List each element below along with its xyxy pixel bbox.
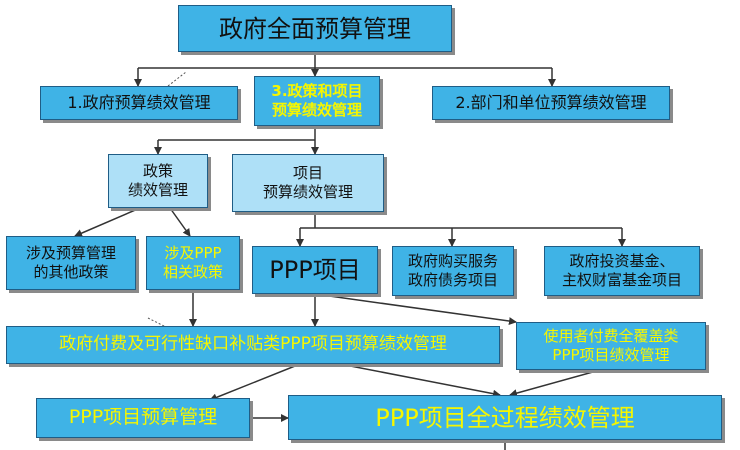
node-ppp-project: PPP项目	[252, 246, 378, 294]
dotted-hint-top	[167, 71, 187, 87]
link-policy-ppp	[169, 207, 191, 237]
node-user-pay-ppp: 使用者付费全覆盖类 PPP项目绩效管理	[516, 322, 706, 370]
node-fund-project: 政府投资基金、 主权财富基金项目	[544, 246, 700, 296]
node-ppp-budget: PPP项目预算管理	[36, 398, 250, 438]
link-userpay-full	[509, 369, 601, 397]
node-gov-pay-ppp: 政府付费及可行性缺口补贴类PPP项目预算绩效管理	[6, 326, 500, 364]
node-gov-perf: 1.政府预算绩效管理	[40, 86, 238, 120]
node-root: 政府全面预算管理	[178, 5, 452, 52]
link-govpay-budget	[209, 363, 301, 402]
link-pp-bus	[158, 126, 316, 141]
node-purchase-debt: 政府购买服务 政府债务项目	[392, 246, 514, 296]
node-dept-perf: 2.部门和单位预算绩效管理	[432, 86, 670, 120]
node-ppp-full-process: PPP项目全过程绩效管理	[288, 395, 722, 440]
node-project-perf: 项目 预算绩效管理	[232, 154, 384, 212]
link-policy-other	[74, 207, 141, 237]
link-govpay-full	[339, 363, 501, 398]
link-project-bus	[300, 212, 622, 229]
link-root-bus	[138, 52, 552, 69]
node-policy-project: 3.政策和项目 预算绩效管理	[254, 76, 380, 126]
node-ppp-policy: 涉及PPP 相关政策	[146, 236, 240, 290]
node-other-policy: 涉及预算管理 的其他政策	[6, 236, 136, 290]
node-policy-perf: 政策 绩效管理	[108, 154, 208, 208]
link-pppproject-userpay	[314, 293, 517, 325]
